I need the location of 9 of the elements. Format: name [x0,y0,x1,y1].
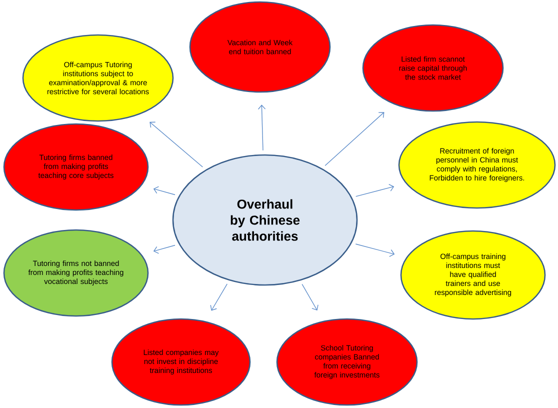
arrow [153,244,176,254]
arrow [356,184,394,197]
arrow [258,104,266,151]
arrow [153,186,176,196]
arrow [324,112,384,166]
arrow [302,284,318,310]
arrow [210,284,228,311]
arrow [150,122,203,168]
arrow [355,244,395,257]
